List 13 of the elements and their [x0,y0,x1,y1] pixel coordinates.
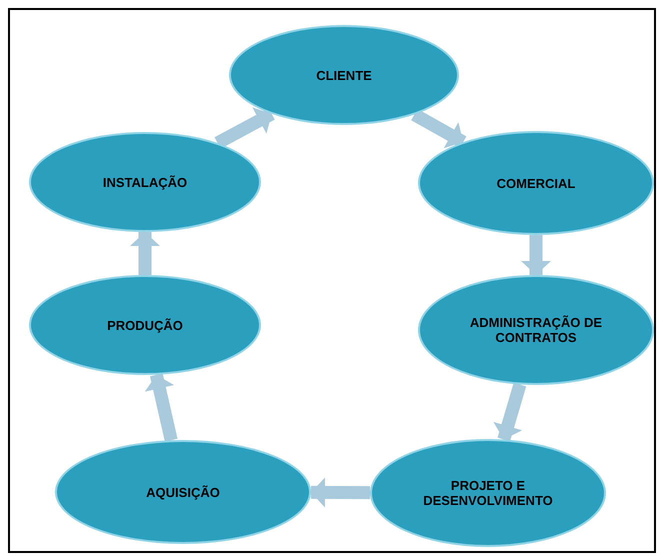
node-label: PRODUÇÃO [107,318,183,332]
block-arrow [130,232,160,275]
block-arrow [214,107,275,149]
node-label: COMERCIAL [496,176,576,190]
block-arrow [310,477,370,508]
node-label: PROJETO E DESENVOLVIMENTO [422,478,554,508]
block-arrow [144,373,178,442]
node-label: CLIENTE [316,68,372,82]
node-label: ADMINISTRAÇÃO DE CONTRATOS [468,315,604,345]
node-label: AQUISIÇÃO [146,484,220,500]
block-arrow [493,382,526,442]
block-arrow [521,235,551,275]
node-label: INSTALAÇÃO [102,174,188,190]
